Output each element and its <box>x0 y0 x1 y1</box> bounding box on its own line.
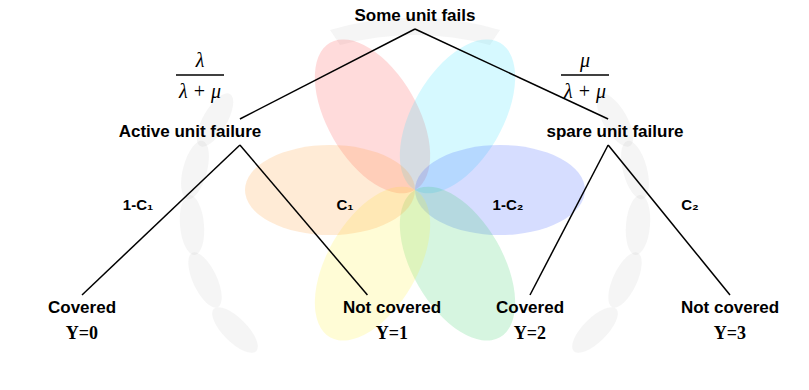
branch-probability: 1-C₁ <box>123 196 153 214</box>
branch-probability: 1-C₂ <box>493 196 524 214</box>
node-text: Y=2 <box>496 323 564 343</box>
tree-branch <box>608 145 730 295</box>
tree-branch <box>530 145 608 295</box>
branch-probability: C₁ <box>336 196 353 214</box>
tree-branch <box>82 145 240 295</box>
node-text: Covered <box>48 298 116 318</box>
branch-event: spare unit failure <box>547 122 684 142</box>
fraction-term: λ + μ <box>179 80 221 102</box>
node-text: Not covered <box>681 298 779 318</box>
node-text: Some unit fails <box>355 6 476 26</box>
root-event: Some unit fails <box>355 6 476 26</box>
branch-probability: C₂ <box>681 196 699 214</box>
outcome: Not coveredY=3 <box>681 298 779 343</box>
tree-branch <box>240 29 415 119</box>
outcome: CoveredY=2 <box>496 298 564 343</box>
node-text: Covered <box>496 298 564 318</box>
fraction-bar <box>561 74 609 76</box>
node-text: Not covered <box>343 298 441 318</box>
fraction-term: λ + μ <box>564 80 606 102</box>
fraction-term: μ <box>580 49 590 71</box>
tree-branch <box>415 29 608 119</box>
branch-event: Active unit failure <box>119 122 262 142</box>
outcome: Not coveredY=1 <box>343 298 441 343</box>
laurel-watermark <box>176 18 655 360</box>
node-text: Y=3 <box>681 323 779 343</box>
fraction-bar <box>176 74 224 76</box>
node-text: Active unit failure <box>119 122 262 142</box>
node-text: Y=0 <box>48 323 116 343</box>
node-text: spare unit failure <box>547 122 684 142</box>
node-text: Y=1 <box>343 323 441 343</box>
fraction-term: λ <box>196 49 205 71</box>
flower-watermark <box>245 20 585 359</box>
tree-branch <box>240 145 368 295</box>
outcome: CoveredY=0 <box>48 298 116 343</box>
